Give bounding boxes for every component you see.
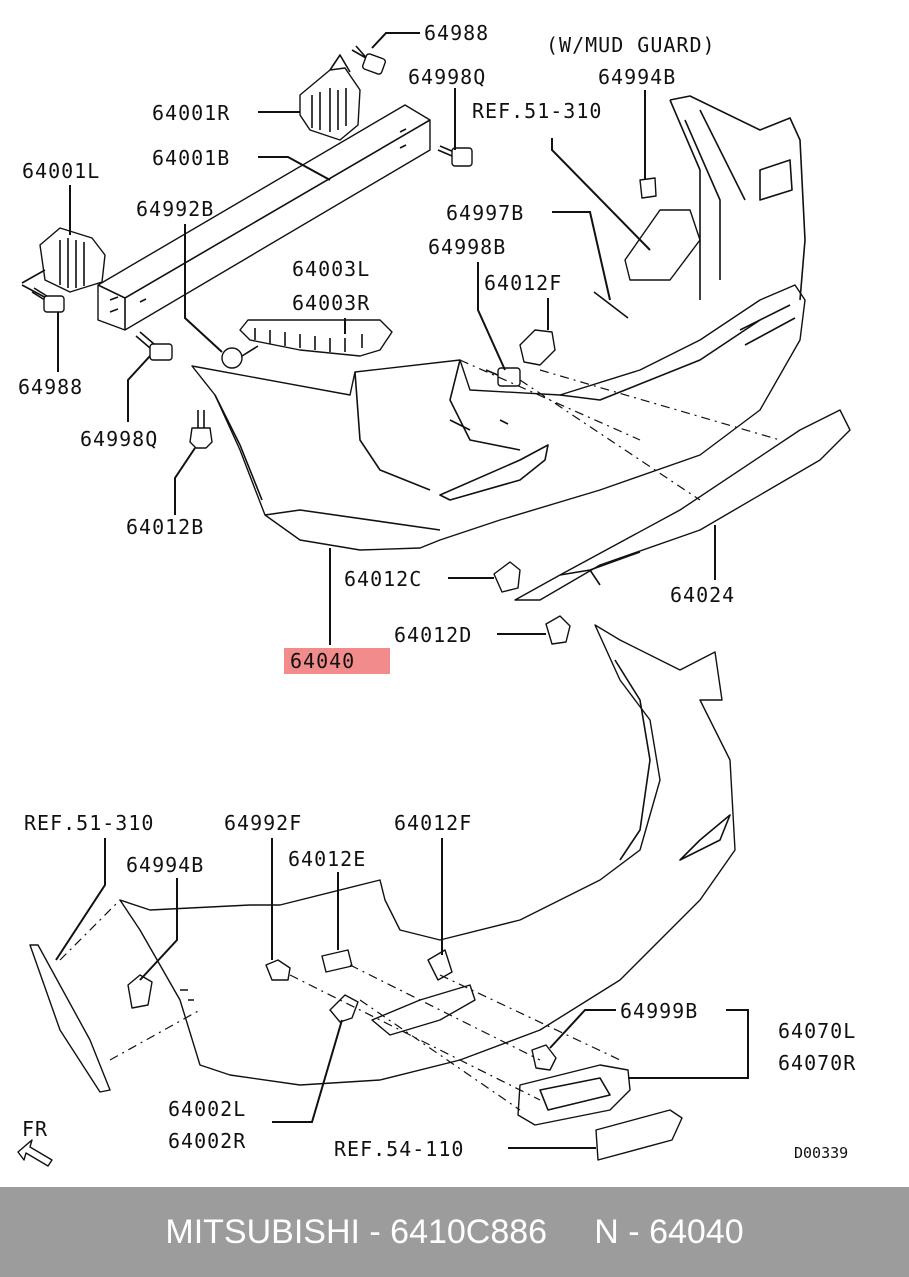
bracket-64001R — [299, 54, 361, 141]
label-64012F-top[interactable]: 64012F — [484, 271, 562, 295]
label-64992B[interactable]: 64992B — [136, 197, 214, 221]
part-drawings — [17, 45, 851, 1167]
label-64002L[interactable]: 64002L — [168, 1097, 246, 1121]
guide-lines-upper — [459, 359, 781, 501]
label-64001L[interactable]: 64001L — [22, 159, 100, 183]
parts-diagram: 64988 (W/MUD GUARD) 64998Q 64994B 64001R… — [17, 21, 856, 1167]
clip-64992B — [221, 345, 259, 369]
label-64012B[interactable]: 64012B — [126, 515, 204, 539]
label-64040[interactable]: 64040 — [290, 649, 355, 673]
label-64994B-bottom[interactable]: 64994B — [126, 853, 204, 877]
label-64998B[interactable]: 64998B — [428, 235, 506, 259]
label-64012F-bottom[interactable]: 64012F — [394, 811, 472, 835]
part-labels: 64988 (W/MUD GUARD) 64998Q 64994B 64001R… — [18, 21, 856, 1162]
skid-plate-64024 — [514, 409, 851, 601]
label-64070L[interactable]: 64070L — [778, 1019, 856, 1043]
bolt-64988-top — [351, 45, 386, 75]
bolt-64998Q-top — [437, 145, 473, 167]
footer-bar: MITSUBISHI - 6410C886 N - 64040 — [0, 1187, 909, 1277]
label-64003R[interactable]: 64003R — [292, 291, 370, 315]
label-ref51-310-bottom[interactable]: REF.51-310 — [24, 811, 154, 835]
label-64998Q-left[interactable]: 64998Q — [80, 427, 158, 451]
label-64992F[interactable]: 64992F — [224, 811, 302, 835]
reflector-ref54-110 — [595, 1109, 683, 1161]
bolt-64998Q-left — [135, 331, 173, 361]
label-64024[interactable]: 64024 — [670, 583, 735, 607]
part-highlight-64040 — [284, 648, 390, 674]
clip-64994B-lower — [127, 974, 153, 1009]
front-direction-arrow-icon — [17, 1139, 53, 1167]
leader-lines — [55, 32, 749, 1149]
exhaust-garnish-64070 — [517, 1064, 631, 1126]
label-fr: FR — [22, 1117, 48, 1141]
label-64001B[interactable]: 64001B — [152, 146, 230, 170]
clip-64012D — [545, 615, 571, 645]
diagram-code: D00339 — [794, 1144, 848, 1162]
bracket-64012F-lower — [427, 949, 453, 981]
bolt-64998B — [485, 367, 521, 387]
label-64003L[interactable]: 64003L — [292, 257, 370, 281]
label-64002R[interactable]: 64002R — [168, 1129, 246, 1153]
label-64012C[interactable]: 64012C — [344, 567, 422, 591]
retainer-64003 — [239, 319, 393, 357]
footer-part-text: MITSUBISHI - 6410C886 N - 64040 — [165, 1212, 744, 1251]
bracket-64012F-top — [519, 329, 556, 366]
rear-bumper-64040 — [191, 95, 806, 551]
bolt-64992F — [265, 959, 291, 981]
side-trim-ref51-310 — [29, 899, 201, 1093]
guide-lines-lower — [289, 964, 621, 1111]
label-64070R[interactable]: 64070R — [778, 1051, 856, 1075]
clip-64012C — [493, 561, 521, 593]
label-64997B[interactable]: 64997B — [446, 201, 524, 225]
label-64012E[interactable]: 64012E — [288, 847, 366, 871]
bracket-64002 — [329, 994, 359, 1023]
label-64001R[interactable]: 64001R — [152, 101, 230, 125]
label-64998Q-top[interactable]: 64998Q — [408, 65, 486, 89]
label-ref51-310-top[interactable]: REF.51-310 — [472, 99, 602, 123]
bolt-64988-left — [31, 287, 65, 313]
label-mud-guard: (W/MUD GUARD) — [546, 33, 716, 57]
label-64012D[interactable]: 64012D — [394, 623, 472, 647]
label-64988-left[interactable]: 64988 — [18, 375, 83, 399]
clip-64012B — [189, 410, 213, 449]
label-64999B[interactable]: 64999B — [620, 999, 698, 1023]
label-ref54-110[interactable]: REF.54-110 — [334, 1137, 464, 1161]
label-64988-top[interactable]: 64988 — [424, 21, 489, 45]
bracket-64001L — [21, 227, 106, 301]
clip-64999B — [531, 1044, 557, 1071]
label-64994B-top[interactable]: 64994B — [598, 65, 676, 89]
mud-guard-parts — [593, 177, 701, 319]
